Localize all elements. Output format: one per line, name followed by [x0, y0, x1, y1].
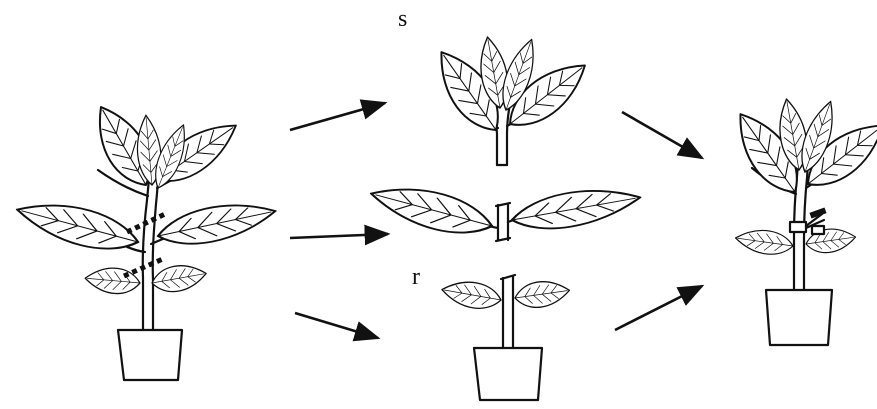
arrow-scion-to-graft: [622, 112, 702, 158]
scion-label: s: [398, 6, 407, 32]
middle-stem-section: [367, 176, 643, 243]
original-plant: [13, 98, 279, 380]
arrow-to-rootstock: [295, 313, 378, 338]
arrow-rootstock-to-graft: [615, 286, 702, 330]
rootstock: r: [412, 264, 571, 400]
arrow-to-middle-section: [290, 234, 388, 238]
grafted-pot: [766, 290, 832, 345]
rootstock-pot: [474, 348, 542, 400]
arrow-to-scion: [290, 103, 385, 130]
rootstock-label: r: [412, 264, 420, 290]
original-pot: [118, 330, 182, 380]
grafted-plant: [725, 97, 877, 345]
scion-cutting: s: [398, 6, 596, 165]
